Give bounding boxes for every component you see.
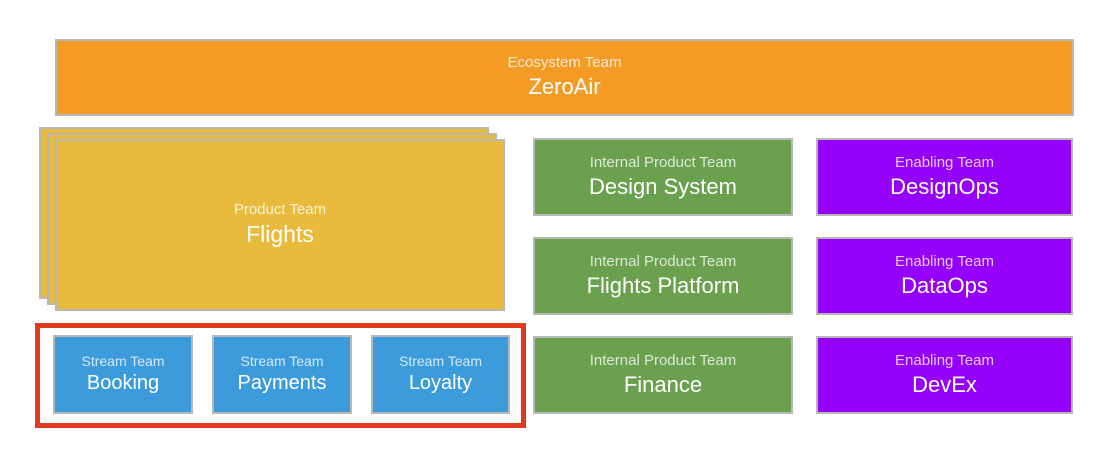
team-name: Flights Platform [586, 272, 740, 298]
stream-teams-highlight-rectangle [35, 323, 526, 428]
team-box-flights: Product Team Flights [55, 139, 505, 311]
team-type-label: Internal Product Team [589, 153, 737, 171]
team-type-label: Product Team [233, 201, 327, 219]
team-box-dataops: Enabling Team DataOps [816, 237, 1073, 315]
team-name: Design System [589, 173, 737, 199]
team-box-loyalty: Stream Team Loyalty [371, 335, 510, 414]
team-type-label: Enabling Team [895, 252, 994, 270]
team-name: Finance [623, 371, 703, 397]
team-box-payments: Stream Team Payments [212, 335, 352, 414]
team-box-finance: Internal Product Team Finance [533, 336, 793, 414]
team-type-label: Internal Product Team [589, 351, 737, 369]
team-name: ZeroAir [528, 74, 601, 100]
team-name: Booking [86, 371, 160, 394]
team-type-label: Ecosystem Team [507, 54, 622, 72]
team-name: DataOps [901, 272, 988, 298]
team-box-booking: Stream Team Booking [53, 335, 193, 414]
team-name: Flights [246, 221, 314, 247]
team-box-design-system: Internal Product Team Design System [533, 138, 793, 216]
team-box-zeroair: Ecosystem Team ZeroAir [55, 39, 1074, 116]
team-type-label: Stream Team [399, 353, 482, 370]
team-name: Payments [237, 371, 327, 394]
team-box-designops: Enabling Team DesignOps [816, 138, 1073, 216]
team-box-flights-platform: Internal Product Team Flights Platform [533, 237, 793, 315]
team-type-label: Enabling Team [895, 153, 994, 171]
team-type-label: Stream Team [240, 353, 324, 370]
team-name: DevEx [912, 371, 977, 397]
team-name: Loyalty [408, 371, 473, 394]
team-type-label: Internal Product Team [589, 252, 737, 270]
team-box-devex: Enabling Team DevEx [816, 336, 1073, 414]
team-type-label: Stream Team [81, 353, 165, 370]
team-type-label: Enabling Team [895, 351, 994, 369]
team-name: DesignOps [890, 173, 999, 199]
